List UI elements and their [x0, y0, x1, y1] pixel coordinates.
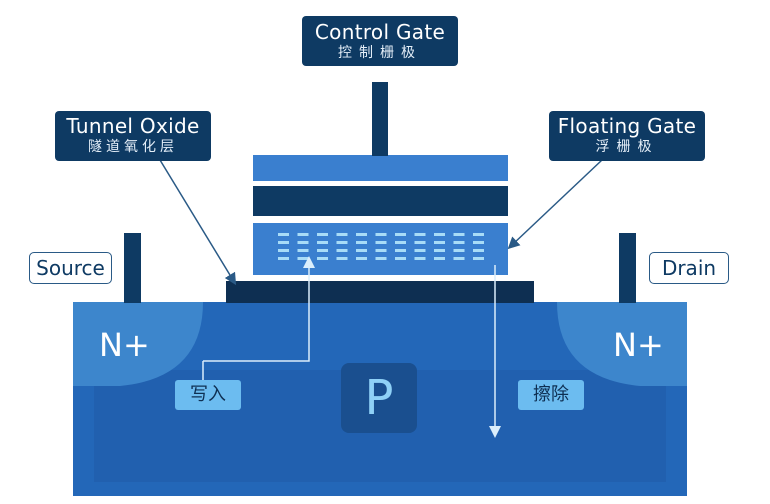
- electron-mark: [395, 249, 406, 252]
- electron-mark: [414, 233, 426, 236]
- tunnel-oxide-label-zh: 隧道氧化层: [88, 139, 178, 155]
- electron-mark: [375, 233, 387, 236]
- control-gate-layer: [253, 155, 508, 181]
- n-plus-left-label: N+: [99, 326, 150, 364]
- control-gate-label: Control Gate 控制栅极: [302, 16, 458, 66]
- n-plus-region-left: [73, 302, 203, 386]
- gate-dielectric-layer: [253, 186, 508, 216]
- floating-gate-label-zh: 浮栅极: [595, 139, 659, 155]
- electron-mark: [414, 241, 426, 244]
- source-label: Source: [29, 252, 112, 284]
- electron-mark: [434, 233, 445, 236]
- electron-mark: [473, 249, 484, 252]
- source-terminal: [124, 233, 141, 303]
- electron-mark: [336, 249, 348, 252]
- electron-mark: [434, 241, 445, 244]
- electron-mark: [434, 257, 445, 260]
- tunnel-oxide-layer: [226, 281, 534, 303]
- electron-mark: [434, 249, 445, 252]
- electron-mark: [278, 257, 289, 260]
- write-path: [203, 256, 315, 362]
- substrate-logo-box: [341, 363, 417, 433]
- electron-mark: [375, 241, 387, 244]
- electron-mark: [278, 241, 289, 244]
- stored-electrons: [278, 233, 484, 260]
- electron-mark: [336, 233, 348, 236]
- electron-mark: [395, 241, 406, 244]
- control-gate-terminal: [372, 82, 388, 156]
- electron-mark: [297, 257, 309, 260]
- electron-mark: [278, 233, 289, 236]
- electron-mark: [336, 257, 348, 260]
- erase-label: 擦除: [518, 380, 584, 410]
- floating-gate-label-en: Floating Gate: [557, 114, 697, 138]
- electron-mark: [414, 249, 426, 252]
- p-substrate-label: P: [364, 370, 394, 426]
- electron-mark: [317, 241, 328, 244]
- control-gate-label-en: Control Gate: [314, 20, 446, 44]
- electron-mark: [356, 233, 367, 236]
- electron-mark: [473, 241, 484, 244]
- drain-label: Drain: [649, 252, 729, 284]
- electron-mark: [317, 233, 328, 236]
- electron-mark: [453, 257, 465, 260]
- write-label: 写入: [175, 380, 241, 410]
- electron-mark: [297, 241, 309, 244]
- electron-mark: [375, 249, 387, 252]
- tunnel-oxide-label: Tunnel Oxide 隧道氧化层: [55, 111, 211, 161]
- n-plus-region-right: [557, 302, 687, 386]
- n-plus-right-label: N+: [613, 326, 664, 364]
- electron-mark: [453, 249, 465, 252]
- control-gate-label-zh: 控制栅极: [338, 45, 422, 61]
- electron-mark: [453, 233, 465, 236]
- drain-terminal: [619, 233, 636, 303]
- electron-mark: [317, 249, 328, 252]
- electron-mark: [356, 241, 367, 244]
- electron-mark: [278, 249, 289, 252]
- tunnel-oxide-pointer: [159, 159, 237, 286]
- electron-mark: [414, 257, 426, 260]
- floating-gate-pointer: [507, 159, 603, 250]
- electron-mark: [453, 241, 465, 244]
- electron-mark: [297, 233, 309, 236]
- electron-mark: [375, 257, 387, 260]
- electron-mark: [356, 249, 367, 252]
- floating-gate-label: Floating Gate 浮栅极: [549, 111, 705, 161]
- electron-mark: [336, 241, 348, 244]
- electron-mark: [395, 233, 406, 236]
- electron-mark: [473, 257, 484, 260]
- electron-mark: [356, 257, 367, 260]
- electron-mark: [473, 233, 484, 236]
- electron-mark: [297, 249, 309, 252]
- electron-mark: [395, 257, 406, 260]
- tunnel-oxide-label-en: Tunnel Oxide: [66, 114, 200, 138]
- electron-mark: [317, 257, 328, 260]
